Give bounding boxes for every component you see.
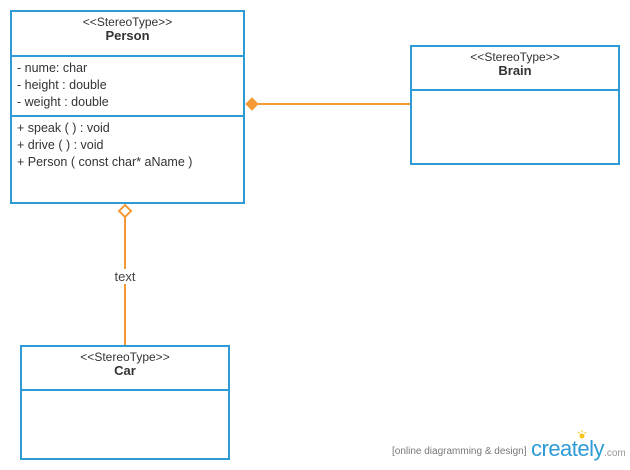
class-person-header: <<StereoType>> Person	[12, 12, 243, 57]
operation-item: + speak ( ) : void	[17, 121, 110, 135]
operations-section: + speak ( ) : void + drive ( ) : void + …	[12, 115, 243, 171]
class-brain-header: <<StereoType>> Brain	[412, 47, 618, 91]
class-body-empty	[412, 91, 618, 94]
stereotype-label: <<StereoType>>	[82, 15, 173, 29]
footer-tagline: [online diagramming & design]	[392, 446, 527, 457]
aggregation-diamond	[117, 203, 133, 219]
brand-name: creately	[531, 436, 605, 461]
operation-item: + Person ( const char* aName )	[17, 155, 193, 169]
stereotype-label: <<StereoType>>	[80, 350, 170, 364]
class-body-empty	[22, 391, 228, 394]
stereotype-label: <<StereoType>>	[470, 50, 560, 64]
attribute-item: - weight : double	[17, 95, 109, 109]
class-name: Person	[105, 28, 150, 43]
class-car-header: <<StereoType>> Car	[22, 347, 228, 391]
class-car[interactable]: <<StereoType>> Car	[20, 345, 230, 460]
class-brain[interactable]: <<StereoType>> Brain	[410, 45, 620, 165]
creately-logo[interactable]: creately.com	[531, 436, 626, 462]
aggregation-label[interactable]: text	[105, 269, 145, 284]
attribute-item: - nume: char	[17, 61, 88, 75]
class-name: Brain	[498, 63, 532, 78]
brand-tld: .com	[604, 448, 626, 459]
class-person[interactable]: <<StereoType>> Person - nume: char - hei…	[10, 10, 245, 204]
attribute-item: - height : double	[17, 78, 107, 92]
lightbulb-icon	[577, 430, 587, 439]
composition-diamond	[245, 97, 259, 111]
class-name: Car	[114, 363, 136, 378]
attributes-section: - nume: char - height : double - weight …	[12, 57, 243, 115]
operation-item: + drive ( ) : void	[17, 138, 104, 152]
